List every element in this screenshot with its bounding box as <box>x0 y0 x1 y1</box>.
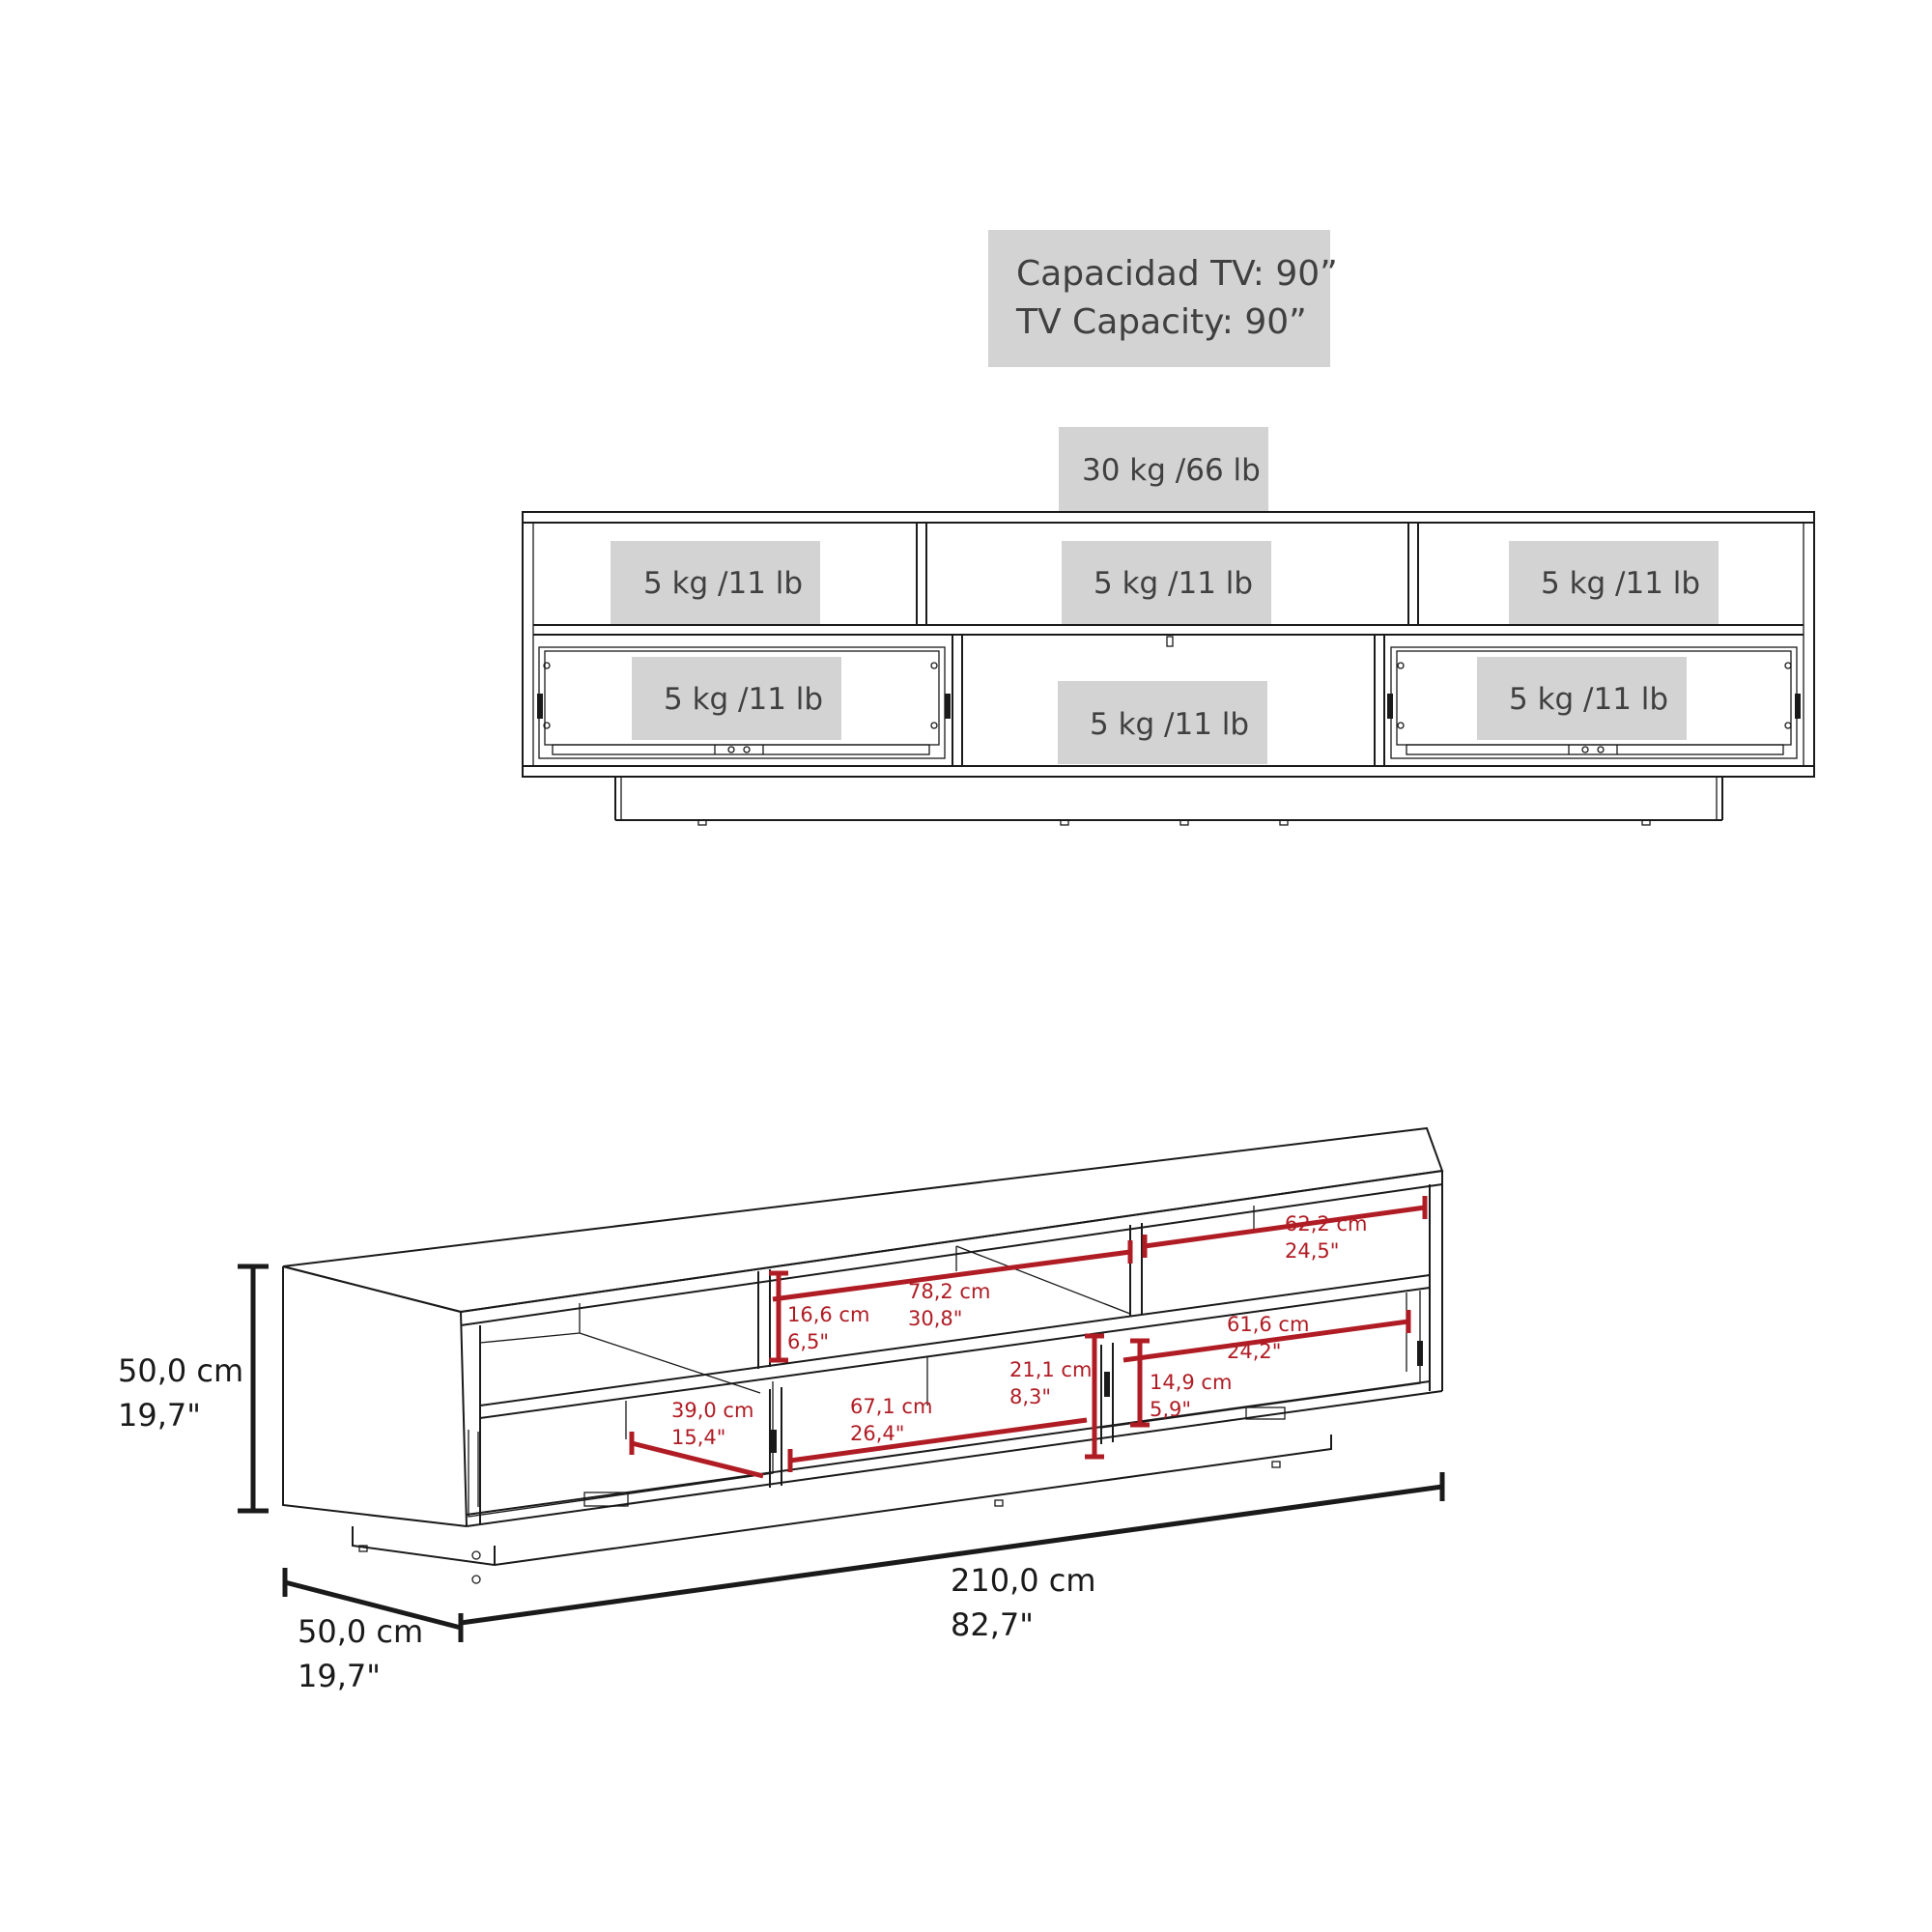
shelf-load-right: 5 kg /11 lb <box>1541 566 1700 601</box>
measure-61-6-cm: 61,6 cm <box>1227 1313 1309 1336</box>
measure-62-2-in: 24,5" <box>1285 1239 1339 1263</box>
isometric-view: 62,2 cm 24,5" 78,2 cm 30,8" 16,6 cm 6,5"… <box>118 1126 1445 1694</box>
measure-14-9-cm: 14,9 cm <box>1150 1371 1232 1394</box>
measure-78-2-cm: 78,2 cm <box>908 1280 990 1303</box>
measure-78-2-in: 30,8" <box>908 1307 962 1330</box>
width-in: 82,7" <box>951 1606 1034 1643</box>
tv-capacity-label: Capacidad TV: 90” TV Capacity: 90” <box>988 230 1338 367</box>
measure-14-9-in: 5,9" <box>1150 1398 1191 1421</box>
measure-39-0-in: 15,4" <box>671 1426 725 1449</box>
shelf-load-center: 5 kg /11 lb <box>1094 566 1253 601</box>
measure-61-6-in: 24,2" <box>1227 1340 1281 1363</box>
lower-load-left: 5 kg /11 lb <box>664 682 823 717</box>
depth-cm: 50,0 cm <box>298 1613 423 1650</box>
depth-in: 19,7" <box>298 1658 381 1694</box>
measure-16-6-cm: 16,6 cm <box>787 1303 869 1326</box>
measure-67-1-in: 26,4" <box>850 1422 904 1445</box>
height-cm: 50,0 cm <box>118 1352 243 1389</box>
interior-measures: 62,2 cm 24,5" 78,2 cm 30,8" 16,6 cm 6,5"… <box>629 1196 1428 1479</box>
tv-capacity-es: Capacidad TV: 90” <box>1016 254 1338 294</box>
top-load-label: 30 kg /66 lb <box>1082 453 1261 488</box>
lower-load-center: 5 kg /11 lb <box>1090 707 1249 742</box>
width-cm: 210,0 cm <box>951 1562 1096 1599</box>
height-in: 19,7" <box>118 1397 201 1434</box>
lower-load-right: 5 kg /11 lb <box>1509 682 1668 717</box>
measure-16-6-in: 6,5" <box>787 1330 829 1353</box>
measure-21-1-in: 8,3" <box>1009 1385 1051 1408</box>
tv-capacity-en: TV Capacity: 90” <box>1015 302 1307 342</box>
front-view: 30 kg /66 lb <box>522 427 1815 826</box>
overall-dimensions: 50,0 cm 19,7" 50,0 cm 19,7" 210,0 cm 82,… <box>118 1264 1445 1694</box>
measure-21-1-cm: 21,1 cm <box>1009 1358 1092 1381</box>
shelf-load-left: 5 kg /11 lb <box>643 566 803 601</box>
measure-62-2-cm: 62,2 cm <box>1285 1212 1367 1236</box>
measure-67-1-cm: 67,1 cm <box>850 1395 932 1418</box>
measure-39-0-cm: 39,0 cm <box>671 1399 753 1422</box>
